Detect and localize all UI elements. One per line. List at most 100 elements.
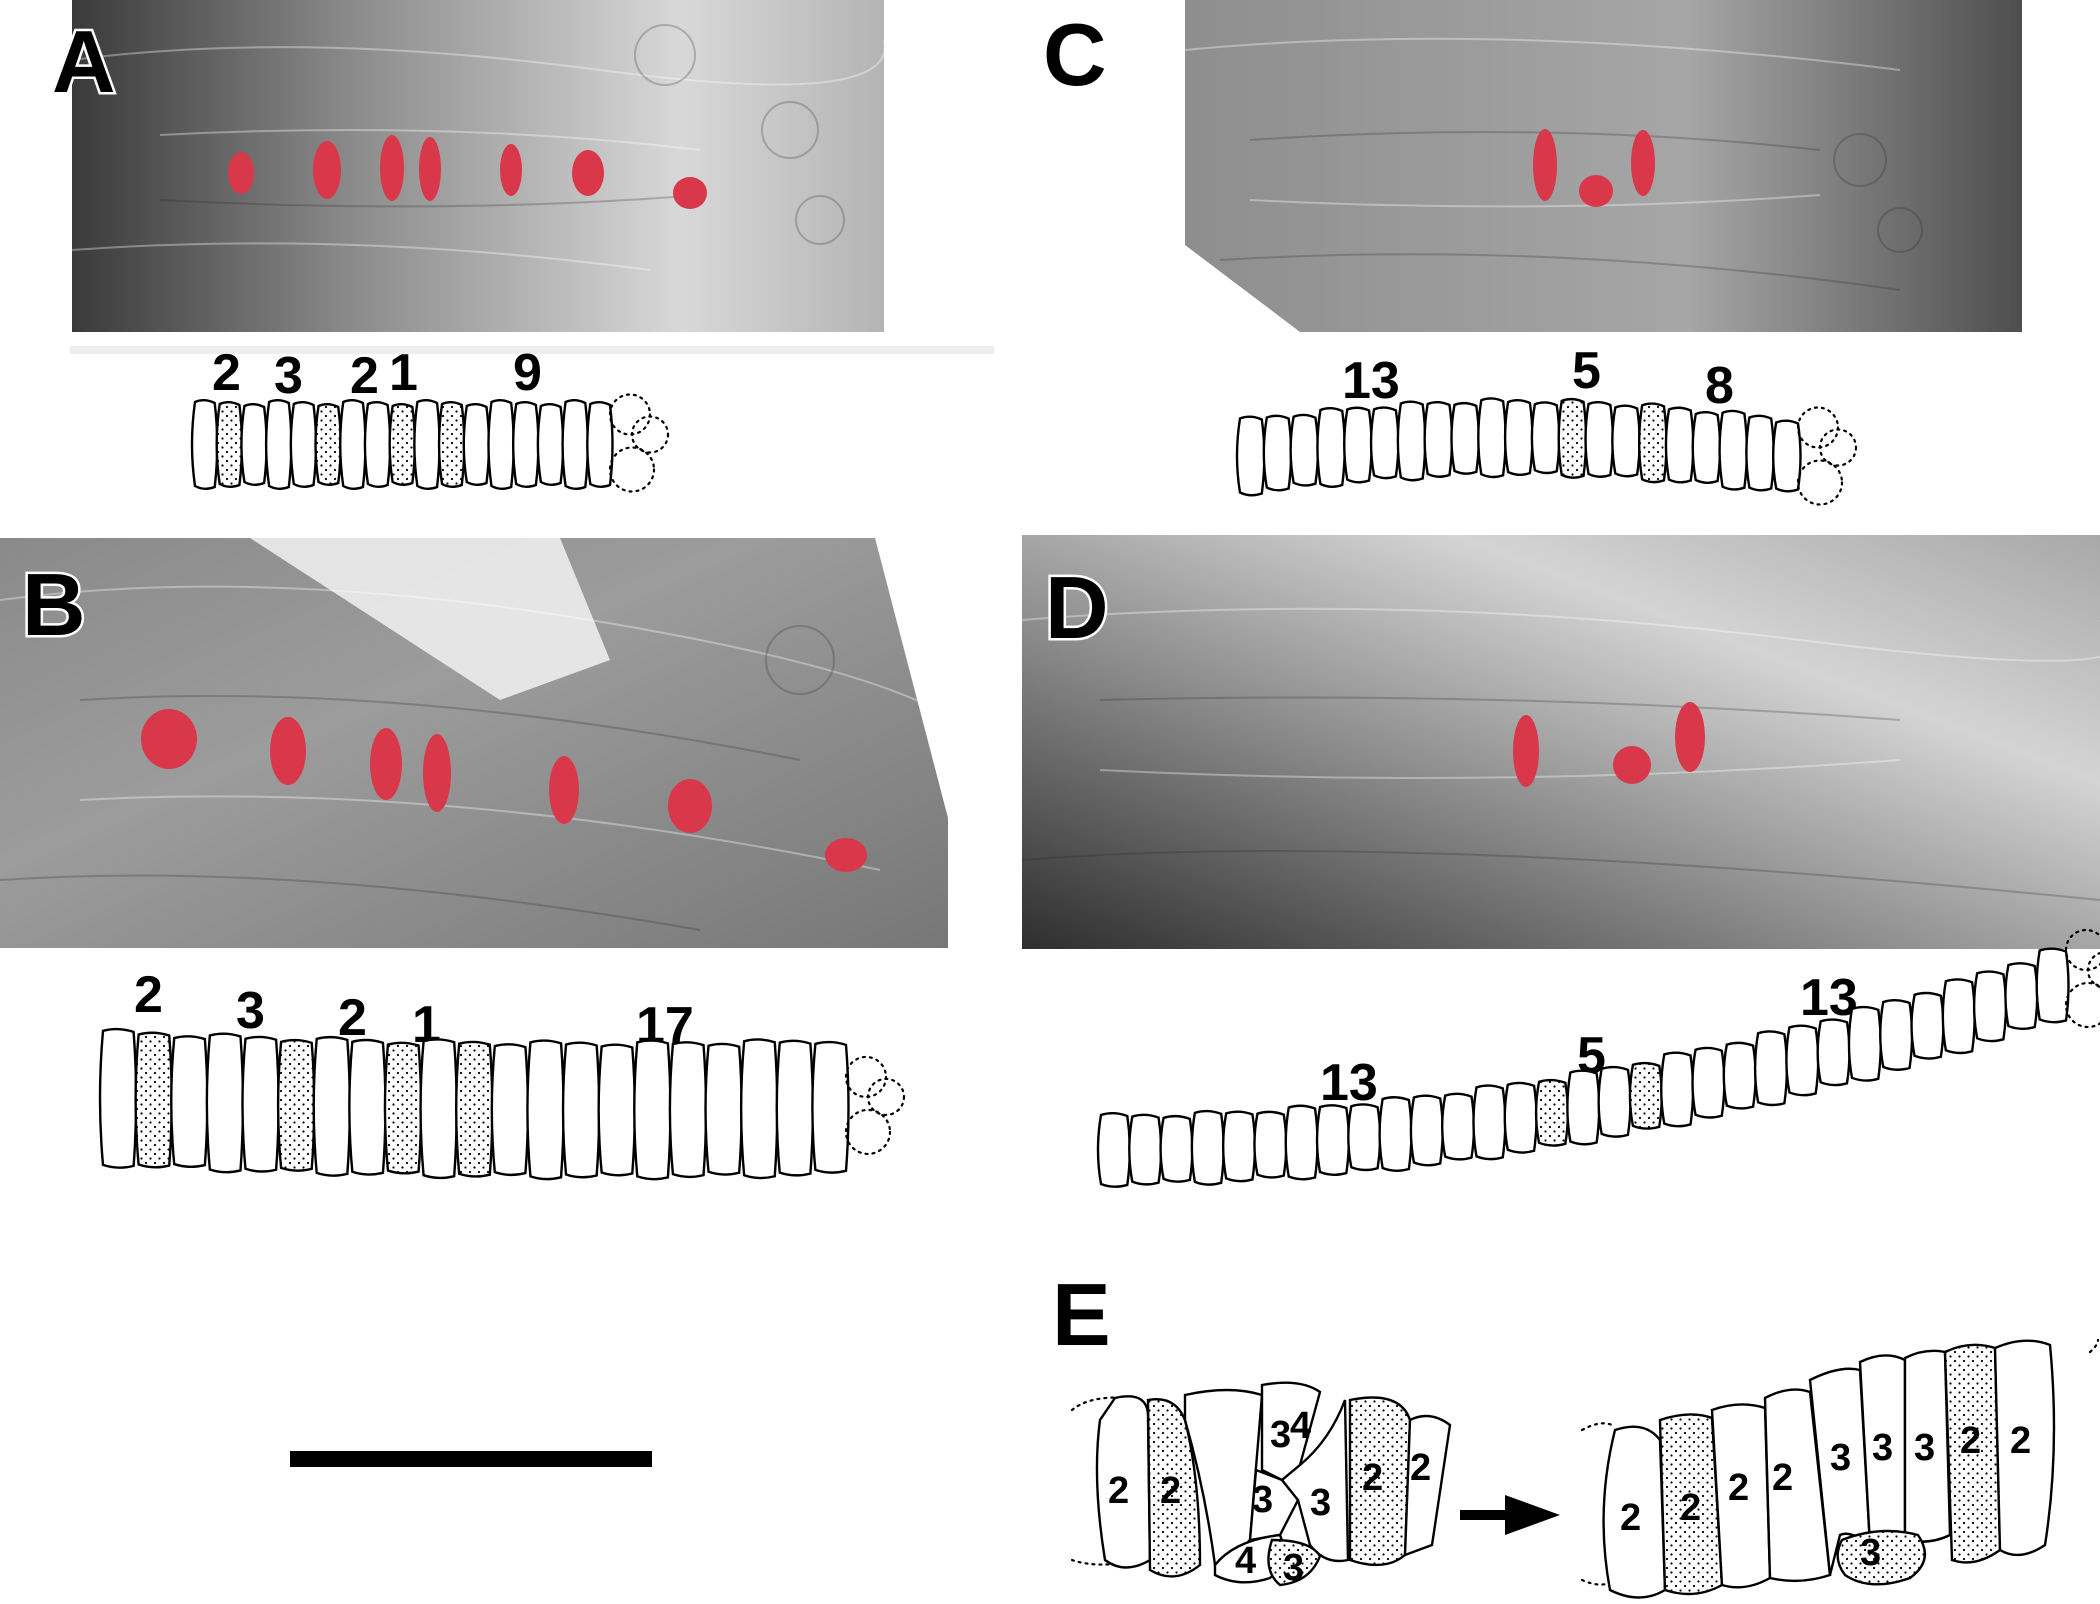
count-label: 3 [236, 982, 265, 1040]
cell [1221, 1110, 1257, 1183]
cell-count: 3 [1283, 1547, 1304, 1589]
panel-b-photo [0, 538, 991, 948]
count-label: 2 [212, 344, 241, 402]
cell [1611, 404, 1641, 478]
panel-a: A 2 3 2 1 9 [50, 0, 994, 493]
cell-count: 2 [1960, 1420, 1981, 1462]
panel-d-cell-chain [1096, 928, 2100, 1188]
count-label: 2 [350, 347, 379, 405]
cell [704, 1042, 743, 1176]
count-label: 2 [338, 989, 367, 1047]
cell [536, 403, 565, 486]
cell [312, 1035, 352, 1177]
distal-tip-cell [2086, 951, 2100, 989]
panel-label: C [1043, 5, 1107, 104]
distal-tip-cell [866, 1077, 906, 1117]
panel-b: B 2 3 2 1 17 [0, 538, 991, 1181]
marker [825, 838, 867, 872]
cell [240, 403, 268, 486]
panel-a-markers [228, 135, 707, 209]
cell [413, 399, 441, 490]
cell [1315, 1104, 1350, 1176]
panel-e: E 2 2 3 4 3 4 3 3 2 2 [1052, 1265, 2100, 1599]
panel-label: A [52, 12, 116, 111]
panel-c-photo [1184, 0, 2022, 332]
cell-count: 2 [1680, 1487, 1701, 1529]
marker [270, 717, 306, 785]
cell [775, 1039, 815, 1177]
marker [1675, 702, 1705, 772]
cell [1785, 1024, 1820, 1097]
cell [1722, 1041, 1757, 1110]
scale-bar [290, 1451, 652, 1467]
labeled-cell [314, 403, 342, 486]
cell [1691, 411, 1722, 484]
cell [170, 1035, 209, 1169]
cell [289, 401, 318, 488]
cell [526, 1039, 565, 1181]
cell-count: 3 [1252, 1479, 1273, 1521]
marker [673, 177, 707, 209]
panel-d-photo [1021, 535, 2100, 949]
panel-label: D [1045, 558, 1109, 657]
cell [1530, 401, 1561, 475]
cell [1409, 1094, 1444, 1167]
cell-count: 3 [1872, 1427, 1893, 1469]
marker [1613, 746, 1651, 784]
panel-c-counts: 13 5 8 [1342, 342, 1734, 415]
cell [1284, 1104, 1319, 1181]
cell [1096, 1112, 1131, 1188]
marker [572, 150, 604, 196]
panel-c: C 13 5 8 [1043, 0, 2022, 506]
labeled-cell [388, 403, 417, 486]
cell-count: 3 [1270, 1414, 1291, 1456]
cell [1253, 1110, 1288, 1179]
panel-b-cell-chain [98, 1027, 906, 1181]
cell [1128, 1113, 1163, 1186]
cell [363, 401, 392, 488]
cell [1396, 400, 1427, 482]
marker [419, 137, 441, 201]
cell [1190, 1109, 1225, 1186]
cell [1450, 401, 1480, 475]
cell [490, 1043, 530, 1177]
cell [1972, 970, 2008, 1043]
cell [1910, 991, 1945, 1060]
cell [462, 403, 491, 486]
distal-tip-cell [844, 1055, 888, 1099]
cell [1584, 401, 1614, 478]
cell [1691, 1046, 1726, 1119]
cell-count: 2 [1620, 1497, 1641, 1539]
marker [668, 779, 712, 833]
labeled-cell [1637, 402, 1668, 484]
labeled-cell [276, 1038, 316, 1172]
cell [1753, 1030, 1789, 1107]
distal-tip-cell [608, 393, 652, 436]
distal-tip-cell [1796, 459, 1844, 506]
cell [1369, 406, 1400, 480]
cell-count: 3 [1914, 1427, 1935, 1469]
cell [1472, 1084, 1507, 1161]
cell-count: 2 [1410, 1447, 1431, 1489]
cell [1503, 1081, 1538, 1154]
cell [1378, 1096, 1413, 1172]
count-label: 1 [389, 344, 418, 402]
cell-count: 3 [1310, 1482, 1331, 1524]
panel-c-markers [1533, 129, 1655, 207]
cell [2004, 962, 2039, 1030]
cell-count: 4 [1235, 1540, 1256, 1582]
marker [1513, 715, 1539, 787]
marker [423, 734, 451, 812]
marker [500, 144, 522, 196]
marker [228, 152, 254, 194]
cell [1664, 406, 1695, 484]
cell-count: 2 [1160, 1470, 1181, 1512]
cell [633, 1039, 672, 1181]
count-label: 3 [274, 347, 303, 405]
count-label: 13 [1342, 352, 1400, 410]
cell-count: 4 [1290, 1405, 1311, 1447]
cell [339, 399, 367, 490]
marker [313, 141, 341, 199]
marker [549, 756, 579, 824]
